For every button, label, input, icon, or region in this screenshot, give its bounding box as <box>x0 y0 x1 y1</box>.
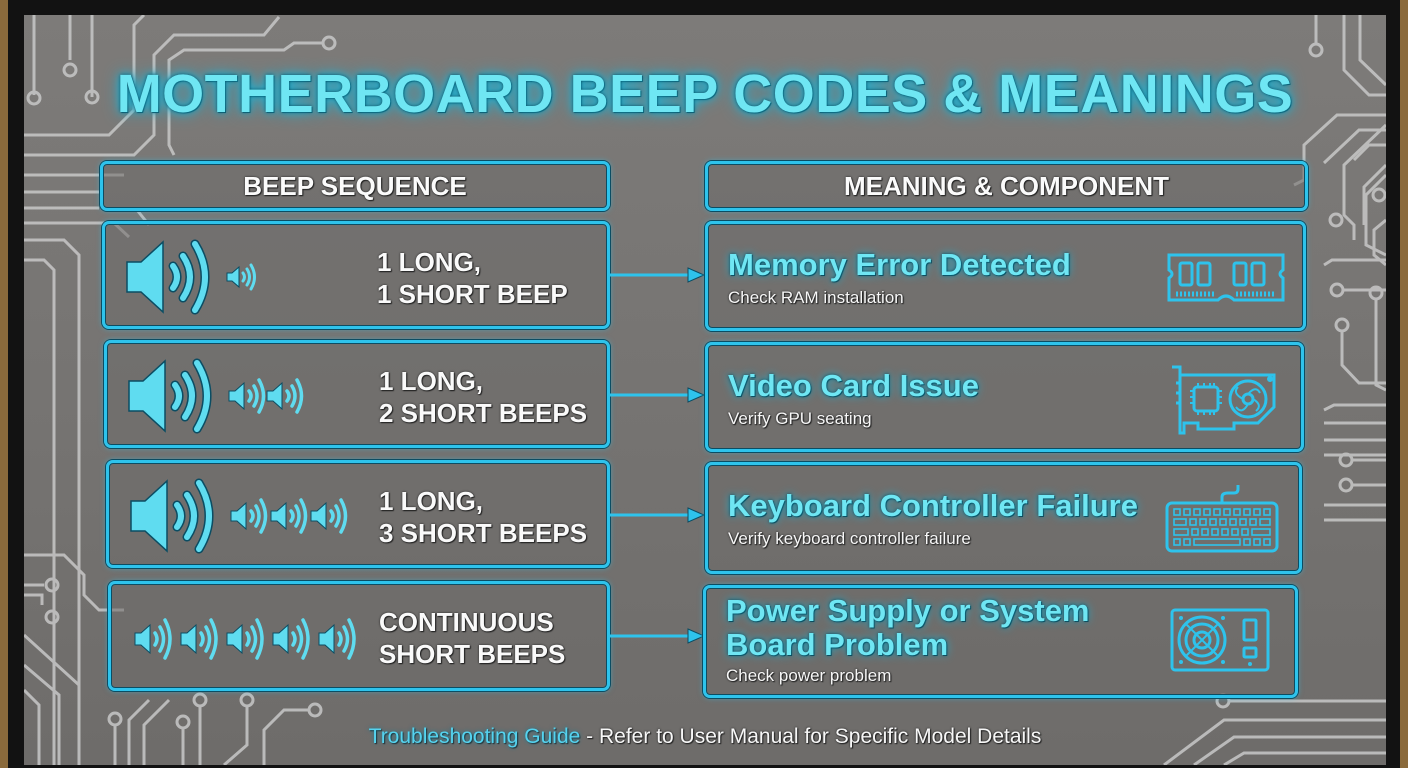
keyboard-icon <box>1165 485 1279 553</box>
circuit-traces-background <box>24 15 1386 765</box>
long-beep-speaker-icon <box>126 239 210 315</box>
meaning-row-2: Video Card Issue Verify GPU seating <box>705 342 1304 452</box>
meaning-title: Keyboard Controller Failure <box>728 488 1138 523</box>
arrow-icon <box>610 267 705 283</box>
page-title: MOTHERBOARD BEEP CODES & MEANINGS <box>116 64 1294 124</box>
beep-row-2: 1 LONG, 2 SHORT BEEPS <box>104 340 610 448</box>
meaning-component-header-label: MEANING & COMPONENT <box>844 170 1169 201</box>
short-beep-speaker-icon <box>226 263 256 291</box>
beep-row-4: CONTINUOUS SHORT BEEPS <box>108 581 610 691</box>
arrow-icon <box>610 628 705 644</box>
long-beep-speaker-icon <box>130 478 214 554</box>
beep-description: 1 LONG, 2 SHORT BEEPS <box>379 366 588 428</box>
meaning-subtitle: Check RAM installation <box>728 288 904 307</box>
meaning-title: Memory Error Detected <box>728 247 1071 282</box>
continuous-short-beeps-speaker-icons <box>134 618 356 660</box>
beep-row-3: 1 LONG, 3 SHORT BEEPS <box>106 460 610 568</box>
screen: MOTHERBOARD BEEP CODES & MEANINGS BEEP S… <box>24 15 1386 765</box>
meaning-title: Video Card Issue <box>728 368 979 403</box>
meaning-row-3: Keyboard Controller Failure Verify keybo… <box>705 462 1302 574</box>
beep-row-1: 1 LONG, 1 SHORT BEEP <box>102 221 610 329</box>
beep-description: CONTINUOUS SHORT BEEPS <box>379 607 566 669</box>
power-supply-icon <box>1170 608 1270 672</box>
beep-description: 1 LONG, 3 SHORT BEEPS <box>379 486 588 548</box>
meaning-component-header: MEANING & COMPONENT <box>705 161 1308 211</box>
gpu-icon <box>1172 365 1276 435</box>
meaning-subtitle: Check power problem <box>726 666 892 685</box>
ram-icon <box>1167 253 1285 302</box>
beep-icons <box>133 616 359 662</box>
meaning-subtitle: Verify keyboard controller failure <box>728 529 971 548</box>
arrow-icon <box>610 387 705 403</box>
beep-description: 1 LONG, 1 SHORT BEEP <box>377 247 568 309</box>
meaning-row-1: Memory Error Detected Check RAM installa… <box>705 221 1306 331</box>
meaning-row-4: Power Supply or System Board Problem Che… <box>703 585 1298 698</box>
footer-text: - Refer to User Manual for Specific Mode… <box>580 725 1042 748</box>
beep-sequence-header: BEEP SEQUENCE <box>100 161 610 211</box>
beep-sequence-header-label: BEEP SEQUENCE <box>243 170 467 201</box>
beep-icons <box>127 357 305 435</box>
footer-accent: Troubleshooting Guide <box>368 725 581 748</box>
meaning-title: Power Supply or System Board Problem <box>726 593 1090 662</box>
footer-note: Troubleshooting Guide - Refer to User Ma… <box>24 725 1386 749</box>
short-beeps-speaker-icons <box>228 378 304 414</box>
long-beep-speaker-icon <box>128 358 212 434</box>
meaning-subtitle: Verify GPU seating <box>728 409 872 428</box>
short-beeps-speaker-icons <box>230 498 348 534</box>
beep-icons <box>125 238 257 316</box>
arrow-icon <box>610 507 705 523</box>
beep-icons <box>129 477 349 555</box>
